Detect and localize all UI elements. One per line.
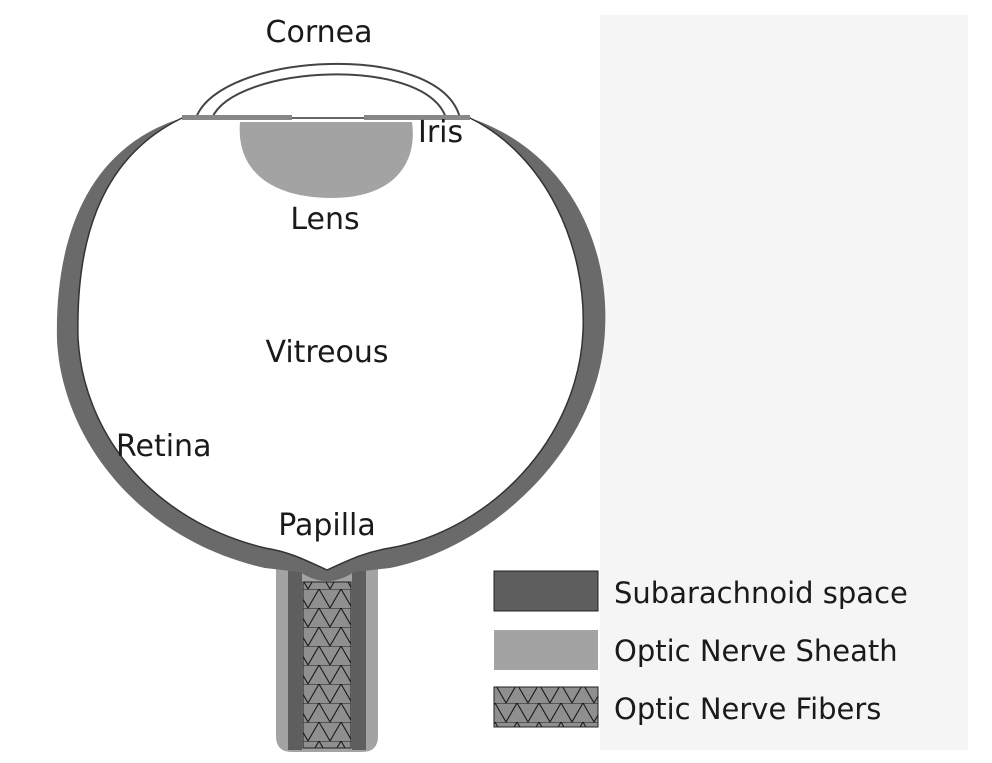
label-lens: Lens	[290, 202, 359, 237]
optic-nerve-fibers	[302, 581, 352, 749]
legend: Subarachnoid space Optic Nerve Sheath Op…	[493, 570, 908, 728]
legend-swatch-sheath	[494, 630, 598, 670]
legend-label-sheath: Optic Nerve Sheath	[614, 634, 898, 668]
label-retina: Retina	[116, 429, 211, 464]
iris-right	[364, 115, 470, 120]
lens	[239, 122, 413, 198]
cornea-inner	[211, 73, 447, 119]
legend-item-subarachnoid: Subarachnoid space	[493, 570, 908, 612]
legend-item-fibers: Optic Nerve Fibers	[493, 686, 881, 728]
label-cornea: Cornea	[266, 15, 373, 50]
label-vitreous: Vitreous	[265, 335, 388, 370]
label-iris: Iris	[418, 115, 463, 150]
subarachnoid-right	[352, 560, 366, 750]
vitreous-cavity	[77, 117, 584, 571]
label-papilla: Papilla	[278, 508, 376, 543]
legend-label-fibers: Optic Nerve Fibers	[614, 692, 881, 726]
subarachnoid-left	[288, 560, 302, 750]
legend-swatch-subarachnoid	[493, 570, 599, 612]
cornea-outer	[195, 63, 461, 119]
iris-left	[182, 115, 292, 120]
legend-swatch-fibers	[493, 686, 599, 728]
background-panel	[600, 15, 968, 750]
optic-nerve	[276, 560, 378, 752]
legend-item-sheath: Optic Nerve Sheath	[494, 630, 898, 670]
legend-label-subarachnoid: Subarachnoid space	[614, 576, 908, 610]
